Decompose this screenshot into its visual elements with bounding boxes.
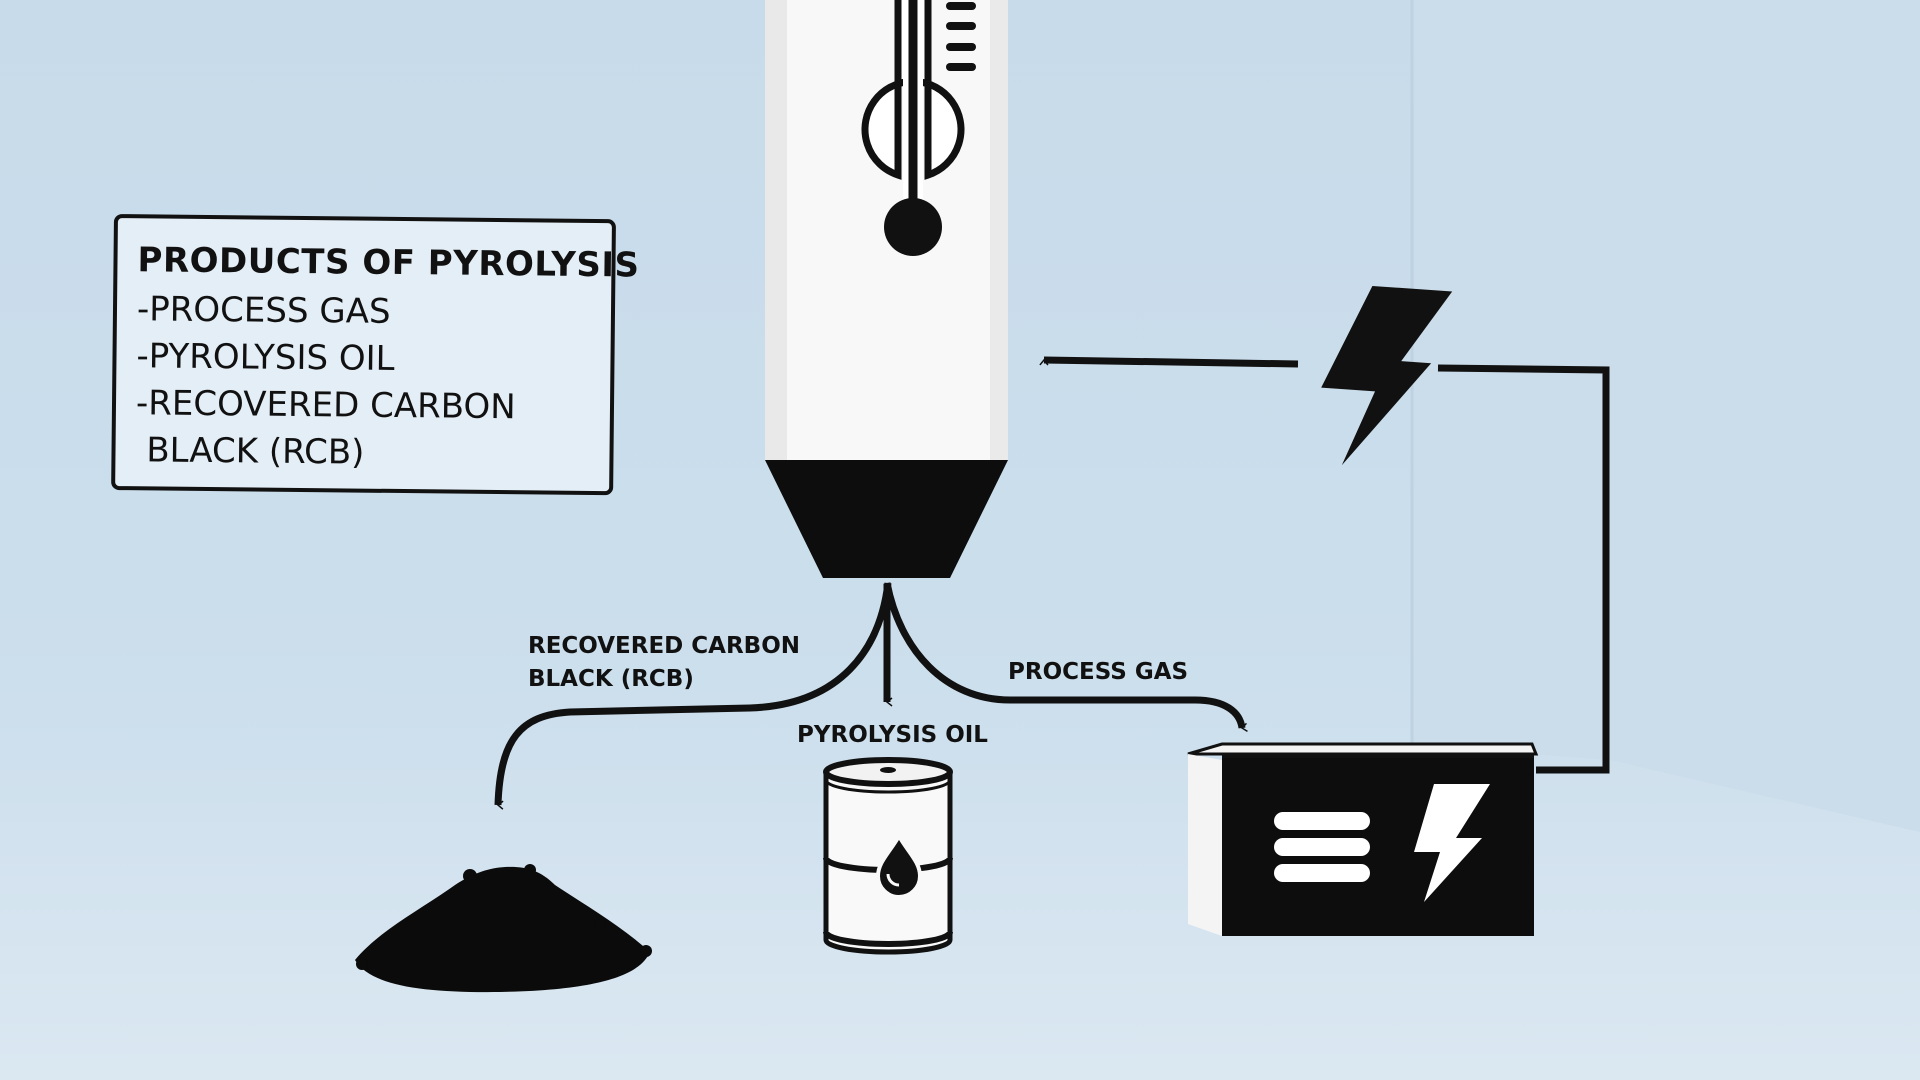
right-wall <box>1412 0 1920 832</box>
legend-item: BLACK (RCB) <box>135 430 365 473</box>
rcb-label-line2: BLACK (RCB) <box>528 666 694 692</box>
lightning-icon <box>1321 285 1453 466</box>
legend-item: -RECOVERED CARBON <box>135 383 516 428</box>
floor <box>0 760 1920 1080</box>
energy-loop-line <box>1437 364 1610 774</box>
oil-drop-icon <box>875 831 923 899</box>
oil-barrel <box>823 757 953 955</box>
reactor-hopper <box>765 460 1008 578</box>
pyrolysis-oil-label: PYROLYSIS OIL <box>797 722 988 748</box>
products-legend: PRODUCTS OF PYROLYSIS -PROCESS GAS -PYRO… <box>111 214 640 496</box>
generator-lightning-icon <box>1414 784 1490 902</box>
thermometer-icon <box>861 0 976 256</box>
gas-flow-arrow <box>883 582 1248 732</box>
process-gas-label: PROCESS GAS <box>1008 659 1189 685</box>
legend-item: -PYROLYSIS OIL <box>136 336 395 379</box>
generator-box <box>1187 742 1539 936</box>
energy-return-arrow <box>1039 356 1299 368</box>
rcb-flow-arrow <box>494 582 892 810</box>
rcb-label-line1: RECOVERED CARBON <box>528 633 800 659</box>
menu-lines-icon <box>1274 812 1370 882</box>
legend-item: -PROCESS GAS <box>136 289 391 332</box>
reactor-shading <box>765 0 787 460</box>
legend-title: PRODUCTS OF PYROLYSIS <box>137 240 640 286</box>
reactor-shading-right <box>990 0 1008 460</box>
carbon-black-pile <box>355 864 652 993</box>
